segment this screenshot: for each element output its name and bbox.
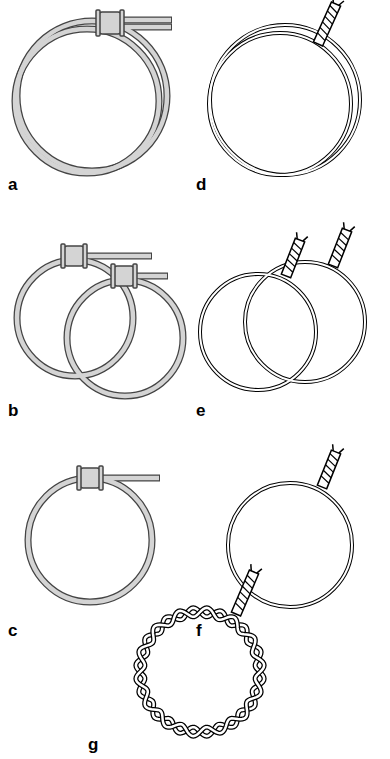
twist-stroke — [321, 476, 329, 483]
twisted-wire-end — [317, 450, 340, 489]
wire-end — [250, 564, 252, 571]
wire-end — [339, 449, 344, 453]
twisted-wire-end — [313, 2, 340, 46]
outline-rings — [200, 25, 365, 607]
twist-stroke — [330, 454, 338, 461]
panel-label: a — [8, 176, 17, 193]
panel-label: d — [196, 176, 206, 193]
twist-stroke — [238, 597, 246, 605]
ring-strand — [136, 608, 264, 736]
panel-label: f — [196, 622, 202, 639]
twist-stroke — [336, 244, 344, 251]
wire-end — [257, 569, 262, 573]
twisted-wire-end — [328, 228, 351, 268]
wire-end — [332, 0, 334, 3]
twisted-ring — [136, 608, 264, 736]
panel-label: b — [8, 402, 18, 419]
twist-stroke — [334, 249, 342, 256]
twist-stroke — [285, 265, 293, 272]
wire-end — [296, 232, 298, 239]
twisted-ends — [231, 0, 354, 616]
twist-stroke — [247, 575, 255, 583]
panel-label: c — [8, 622, 17, 639]
twist-stroke — [326, 465, 334, 472]
twist-stroke — [323, 470, 331, 477]
twist-stroke — [240, 592, 248, 600]
twist-stroke — [328, 459, 336, 466]
twist-stroke — [330, 5, 337, 13]
crimp-beads — [61, 10, 137, 490]
twist-stroke — [242, 586, 250, 594]
wire-end — [332, 444, 334, 451]
grey-rings — [15, 20, 183, 602]
panel-label: g — [88, 736, 98, 753]
wire-end — [303, 237, 308, 242]
ring-strand — [136, 608, 264, 736]
wire-end — [350, 227, 355, 232]
twist-stroke — [338, 238, 346, 245]
twist-stroke — [341, 232, 349, 239]
twist-stroke — [245, 581, 253, 589]
panel-label: e — [196, 402, 205, 419]
twist-stroke — [289, 254, 297, 261]
twist-stroke — [318, 33, 325, 41]
ring-strand — [136, 608, 264, 736]
twisted-wire-end — [281, 238, 304, 278]
wire-end — [343, 222, 345, 229]
twist-stroke — [291, 248, 299, 255]
twist-stroke — [332, 255, 340, 262]
twist-stroke — [294, 242, 302, 249]
twist-stroke — [320, 27, 327, 35]
wire-end — [339, 1, 344, 5]
twist-stroke — [322, 22, 329, 30]
twisted-wire-end — [231, 570, 258, 616]
twist-stroke — [327, 11, 334, 19]
twist-stroke — [325, 16, 332, 24]
twist-stroke — [287, 259, 295, 266]
ring-strand — [136, 608, 264, 736]
twist-stroke — [235, 603, 243, 611]
